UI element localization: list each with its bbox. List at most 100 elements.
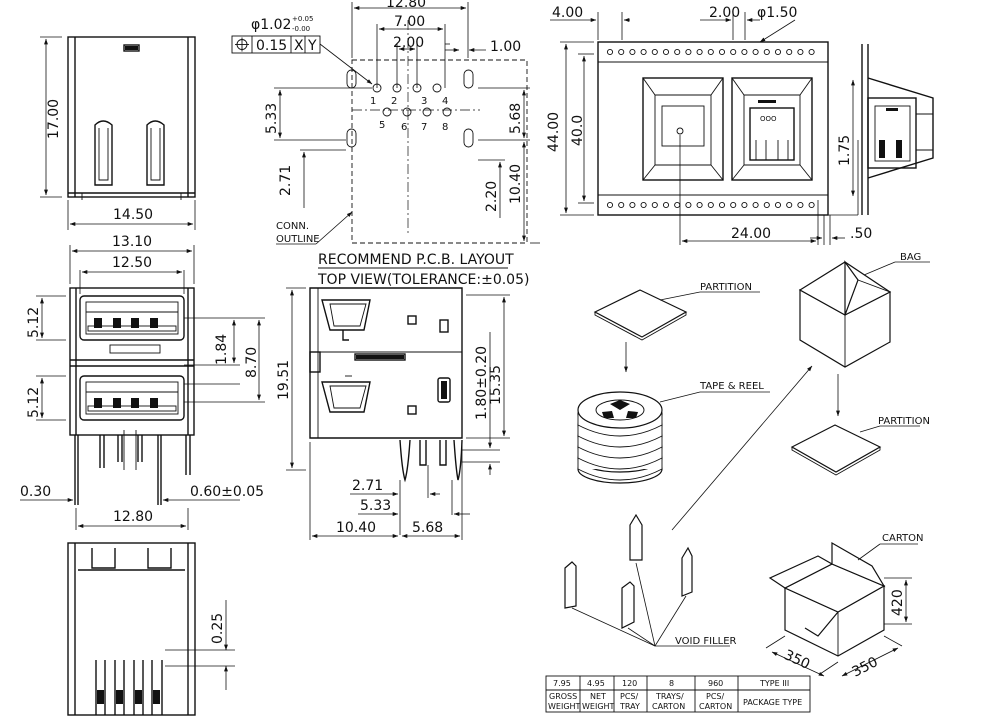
sprocket-hole	[640, 48, 647, 56]
bottom-dim: 0.25	[210, 613, 226, 644]
sprocket-hole	[629, 48, 636, 56]
tray-h2: 40.0	[570, 115, 586, 146]
gdt-y: Y	[307, 38, 317, 54]
sprocket-hole	[618, 201, 625, 209]
sprocket-hole	[606, 48, 614, 56]
table-header: PACKAGE TYPE	[743, 698, 802, 707]
sprocket-hole	[685, 48, 692, 56]
partition-bottom	[790, 424, 882, 473]
table-value: 960	[708, 679, 723, 688]
sprocket-hole	[808, 201, 815, 209]
pin-label-2: 2	[391, 96, 397, 107]
table-value: 7.95	[553, 679, 571, 688]
side-b1: 2.71	[352, 478, 383, 494]
side-slot-dim: 1.80±0.20	[474, 346, 490, 420]
package-table: 7.95 4.95 120 8 960 TYPE III GROSS WEIGH…	[545, 675, 811, 713]
sprocket-hole	[752, 48, 759, 56]
carton-box	[768, 541, 886, 657]
pcb-h2: 5.68	[508, 103, 524, 134]
table-header: NET	[590, 692, 606, 701]
hole-tol-minus: -0.00	[292, 25, 310, 33]
tray-d1: 4.00	[552, 5, 583, 21]
pcb-h3: 2.71	[278, 165, 294, 196]
sprocket-hole	[763, 201, 770, 209]
label-tape-reel: TAPE & REEL	[699, 381, 764, 392]
hole-dia: φ1.02	[251, 17, 291, 33]
table-value: TYPE III	[759, 679, 789, 688]
sprocket-hole	[707, 48, 714, 56]
front-w1: 13.10	[112, 234, 152, 250]
pin-label-6: 6	[401, 122, 407, 133]
label-void-filler: VOID FILLER	[675, 636, 737, 647]
hole-tol-plus: +0.05	[292, 15, 313, 23]
sprocket-hole	[707, 201, 714, 209]
sprocket-hole	[730, 201, 737, 209]
table-header: CARTON	[699, 702, 732, 711]
sprocket-hole	[618, 48, 625, 56]
side-h2: 15.35	[488, 365, 504, 405]
sprocket-hole	[786, 201, 793, 209]
sprocket-hole	[662, 201, 670, 209]
table-value: 120	[622, 679, 637, 688]
sprocket-hole	[685, 201, 692, 209]
side-view: 19.51 15.35 1.80±0.20 2.71 5.33 10.40 5.…	[276, 287, 510, 540]
sprocket-hole	[752, 201, 759, 209]
front-h4: 8.70	[244, 347, 260, 378]
carton-dim-3: 420	[890, 589, 906, 616]
front-h1: 5.12	[26, 307, 42, 338]
pcb-h1: 5.33	[264, 103, 280, 134]
front-side-view: 13.10 12.50 5.12 5.12 1.84 8.70 0.30 0.6…	[20, 234, 265, 530]
pin-label-4: 4	[442, 96, 448, 107]
gdt-x: X	[294, 38, 304, 54]
front-top-view: 17.00 14.50	[40, 36, 196, 230]
table-header: TRAY	[619, 702, 640, 711]
sprocket-hole	[696, 48, 703, 56]
side-b4: 5.68	[412, 520, 443, 536]
conn-label-2: OUTLINE	[276, 234, 320, 245]
pin-label-3: 3	[421, 96, 427, 107]
side-outline	[309, 287, 463, 439]
tray-h1: 44.00	[546, 112, 562, 152]
pin-label-7: 7	[421, 122, 427, 133]
pcb-h4: 2.20	[484, 181, 500, 212]
pin-label-5: 5	[379, 120, 385, 131]
table-value: 4.95	[587, 679, 605, 688]
tray-view: OOO 4.00 2.00 φ1.50 44.00 40.0 24.00 1.7…	[546, 5, 934, 245]
partition-top	[593, 289, 688, 338]
sprocket-hole	[718, 201, 726, 209]
tape-reel	[577, 391, 663, 484]
sprocket-hole	[730, 48, 737, 56]
sprocket-hole	[808, 48, 815, 56]
label-carton: CARTON	[882, 533, 924, 544]
table-header: PCS/	[620, 692, 638, 701]
table-header: TRAYS/	[655, 692, 684, 701]
pin-width: 0.30	[20, 484, 51, 500]
packaging-flow: PARTITION TAPE & REEL	[564, 252, 930, 681]
pin-label-8: 8	[442, 122, 448, 133]
label-partition-2: PARTITION	[878, 416, 930, 427]
sprocket-hole	[696, 201, 703, 209]
front-w2: 12.50	[112, 255, 152, 271]
pin-pitch: 0.60±0.05	[190, 484, 264, 500]
sprocket-hole	[674, 48, 681, 56]
pcb-w3: 1.00	[490, 39, 521, 55]
table-header: WEIGHT	[582, 702, 615, 711]
sprocket-hole	[797, 201, 804, 209]
sprocket-hole	[797, 48, 804, 56]
table-header: WEIGHT	[548, 702, 581, 711]
carton-dim-2: 350	[850, 654, 881, 680]
latch-right	[146, 120, 165, 186]
sprocket-holes	[606, 48, 815, 209]
front-h3: 1.84	[214, 334, 230, 365]
tray-d2: 2.00	[709, 5, 740, 21]
tray-logo: OOO	[760, 115, 777, 123]
carton-dim-1: 350	[781, 647, 812, 673]
sprocket-hole	[774, 201, 782, 209]
tray-d3: φ1.50	[757, 5, 797, 21]
sprocket-hole	[640, 201, 647, 209]
pcb-layout: 12.80 7.00 2.00 1.00 φ1.02 +0.05 -0.00 0…	[231, 0, 540, 288]
shell-slot	[123, 44, 140, 52]
sprocket-hole	[651, 201, 658, 209]
